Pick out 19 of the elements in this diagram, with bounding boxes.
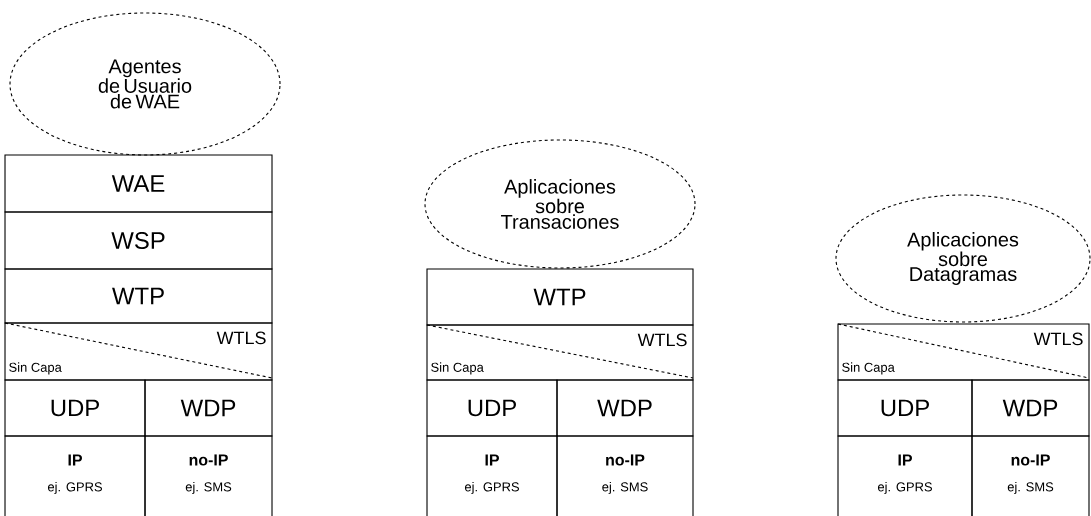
network-cell: IP ej. GPRS bbox=[837, 435, 973, 516]
security-layer-box: WTLS Sin Capa bbox=[837, 323, 1090, 381]
protocol-layer-box: WAE bbox=[4, 154, 273, 213]
protocol-layer-box: WTP bbox=[4, 268, 273, 324]
protocol-layer-box: WTP bbox=[426, 268, 694, 326]
protocol-layer-box: WDP bbox=[144, 379, 273, 437]
protocol-layer-box: UDP bbox=[4, 379, 146, 437]
security-layer-box: WTLS Sin Capa bbox=[4, 322, 273, 381]
protocol-layer-box: WDP bbox=[556, 379, 694, 437]
network-cell: no-IP ej. SMS bbox=[556, 435, 694, 516]
network-cell: IP ej. GPRS bbox=[4, 435, 146, 516]
protocol-layer-box: WDP bbox=[971, 379, 1090, 437]
network-cell: no-IP ej. SMS bbox=[144, 435, 273, 516]
security-layer-box: WTLS Sin Capa bbox=[426, 324, 694, 381]
network-cell: IP ej. GPRS bbox=[426, 435, 558, 516]
protocol-layer-box: UDP bbox=[837, 379, 973, 437]
network-cell: no-IP ej. SMS bbox=[971, 435, 1090, 516]
protocol-layer-box: UDP bbox=[426, 379, 558, 437]
protocol-layer-box: WSP bbox=[4, 211, 273, 270]
